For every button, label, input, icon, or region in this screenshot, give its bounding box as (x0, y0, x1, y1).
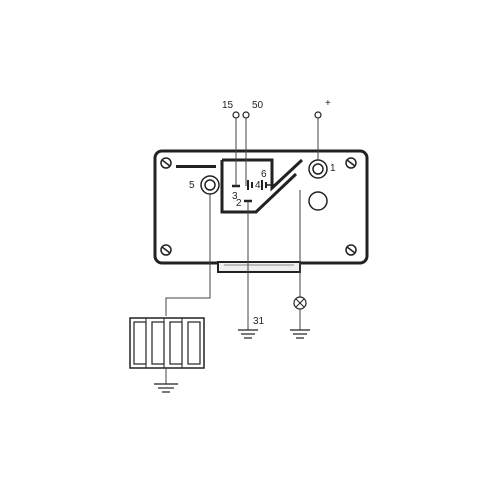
ground-31 (238, 329, 258, 339)
terminal-5 (200, 175, 220, 195)
glow-plug-bank (129, 317, 205, 369)
terminal-50-ring (242, 111, 250, 119)
label-3: 3 (232, 191, 238, 202)
screw-top-left (160, 157, 172, 169)
contact-box (220, 158, 304, 214)
ground-lamp (290, 329, 310, 339)
label-1: 1 (330, 163, 336, 174)
spare-hole (308, 191, 328, 211)
label-50: 50 (252, 100, 264, 111)
terminal-plus-ring (314, 111, 322, 119)
label-5: 5 (189, 180, 195, 191)
terminal-15-ring (232, 111, 240, 119)
lead-glow-plugs (165, 194, 211, 316)
contact-6 (261, 180, 276, 190)
screw-top-right (345, 157, 357, 169)
slot-mark (176, 165, 216, 168)
indicator-lamp-icon (293, 296, 307, 310)
screw-bottom-left (160, 244, 172, 256)
label-15: 15 (222, 100, 234, 111)
label-plus: + (325, 98, 331, 109)
label-4: 4 (255, 180, 261, 191)
terminal-1 (308, 159, 328, 179)
label-31: 31 (253, 316, 265, 327)
screw-bottom-right (345, 244, 357, 256)
contact-4 (247, 180, 253, 190)
bottom-plug (217, 261, 301, 273)
ground-plugs (154, 383, 178, 393)
label-2: 2 (236, 198, 242, 209)
label-6: 6 (261, 169, 267, 180)
